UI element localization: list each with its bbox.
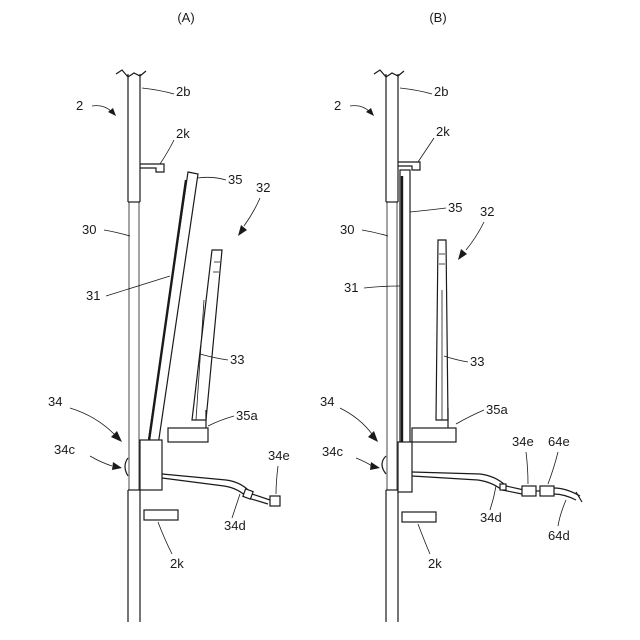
panel-b-connector-34e: [522, 486, 536, 496]
panel-a-wall: [116, 70, 146, 622]
panel-a-label-2b: 2b: [176, 84, 190, 99]
panel-a-lamp-34c: [125, 458, 128, 476]
panel-a-label-35a: 35a: [236, 408, 258, 423]
panel-b-connector-64e: [540, 486, 554, 496]
panel-a-label-2k-upper: 2k: [176, 126, 190, 141]
panel-b-lower-hook: [402, 512, 436, 522]
panel-b-base-unit-34: [398, 442, 412, 492]
panel-b-label-32: 32: [480, 204, 494, 219]
panel-b-cable-64d: [554, 488, 580, 500]
panel-a-label-30: 30: [82, 222, 96, 237]
panel-b-label-35a: 35a: [486, 402, 508, 417]
panel-a-label-35: 35: [228, 172, 242, 187]
panel-a-label-2k-lower: 2k: [170, 556, 184, 571]
panel-a-label-34: 34: [48, 394, 62, 409]
panel-b-antenna-33: [436, 240, 448, 428]
panel-a-label-2: 2: [76, 98, 83, 113]
panel-a-label-34d: 34d: [224, 518, 246, 533]
panel-a-lower-hook: [144, 510, 178, 520]
panel-b-label-34c: 34c: [322, 444, 343, 459]
panel-b-label-2k-lower: 2k: [428, 556, 442, 571]
panel-a-label-33: 33: [230, 352, 244, 367]
panel-a-label-31: 31: [86, 288, 100, 303]
panel-a-upper-hook: [140, 164, 164, 172]
panel-b-cable-34d: [412, 472, 524, 494]
panel-b-label-34d: 34d: [480, 510, 502, 525]
panel-b-label-35: 35: [448, 200, 462, 215]
panel-b-caption: (B): [429, 10, 446, 25]
panel-b-label-31: 31: [344, 280, 358, 295]
panel-a-shelf-35a: [168, 428, 208, 442]
panel-b-label-64e: 64e: [548, 434, 570, 449]
panel-b-label-2b: 2b: [434, 84, 448, 99]
panel-b-lamp-34c: [382, 456, 386, 474]
panel-b-label-2: 2: [334, 98, 341, 113]
panel-a-label-34c: 34c: [54, 442, 75, 457]
panel-b-upper-hook: [398, 162, 420, 170]
panel-a: (A): [48, 10, 290, 622]
panel-a-cable-34d: [162, 474, 280, 506]
panel-a-connector-34e: [270, 496, 280, 506]
panel-b-label-33: 33: [470, 354, 484, 369]
panel-b: (B): [320, 10, 582, 622]
panel-a-caption: (A): [177, 10, 194, 25]
panel-b-shelf-35a: [412, 428, 456, 442]
panel-a-label-34e: 34e: [268, 448, 290, 463]
panel-a-antenna-33: [192, 250, 222, 428]
panel-b-label-2k-upper: 2k: [436, 124, 450, 139]
panel-a-base-unit-34: [140, 440, 162, 490]
panel-b-label-34e: 34e: [512, 434, 534, 449]
panel-b-label-34: 34: [320, 394, 334, 409]
panel-b-label-64d: 64d: [548, 528, 570, 543]
panel-b-label-30: 30: [340, 222, 354, 237]
panel-a-label-32: 32: [256, 180, 270, 195]
